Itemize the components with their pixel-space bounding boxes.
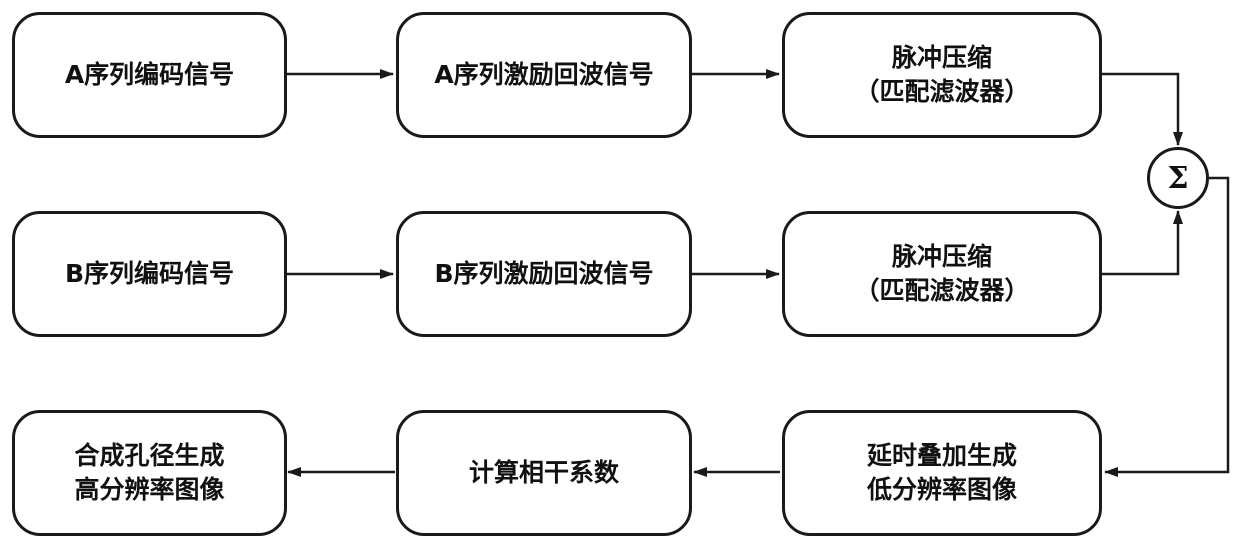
- node-label-line-2: （匹配滤波器）: [854, 75, 1029, 109]
- node-label: A序列激励回波信号: [434, 58, 653, 92]
- node-synthetic-aperture-high-res: 合成孔径生成 高分辨率图像: [12, 410, 287, 536]
- edge-sum-to-delay-sum: [1105, 178, 1228, 472]
- node-label-line-2: （匹配滤波器）: [854, 274, 1029, 308]
- node-delay-and-sum-low-res: 延时叠加生成 低分辨率图像: [782, 410, 1102, 536]
- edge-b-pulse-to-sum: [1102, 211, 1178, 274]
- node-label-line-1: 脉冲压缩: [892, 41, 992, 75]
- sigma-symbol: Σ: [1167, 161, 1188, 196]
- node-compute-coherence-factor: 计算相干系数: [396, 410, 692, 536]
- node-b-sequence-coded-signal: B序列编码信号: [12, 211, 287, 337]
- node-label: A序列编码信号: [65, 58, 234, 92]
- node-label-line-1: 脉冲压缩: [892, 240, 992, 274]
- node-label-line-1: 延时叠加生成: [867, 439, 1017, 473]
- node-label: B序列编码信号: [65, 257, 234, 291]
- node-label: 计算相干系数: [469, 456, 619, 490]
- summation-node: Σ: [1147, 147, 1209, 209]
- node-b-pulse-compression: 脉冲压缩 （匹配滤波器）: [782, 211, 1102, 337]
- node-label-line-1: 合成孔径生成: [74, 439, 224, 473]
- node-a-sequence-excitation-echo: A序列激励回波信号: [396, 12, 692, 138]
- node-label-line-2: 高分辨率图像: [74, 473, 224, 507]
- node-label: B序列激励回波信号: [434, 257, 653, 291]
- node-a-pulse-compression: 脉冲压缩 （匹配滤波器）: [782, 12, 1102, 138]
- node-b-sequence-excitation-echo: B序列激励回波信号: [396, 211, 692, 337]
- edge-a-pulse-to-sum: [1102, 74, 1178, 145]
- node-label-line-2: 低分辨率图像: [867, 473, 1017, 507]
- node-a-sequence-coded-signal: A序列编码信号: [12, 12, 287, 138]
